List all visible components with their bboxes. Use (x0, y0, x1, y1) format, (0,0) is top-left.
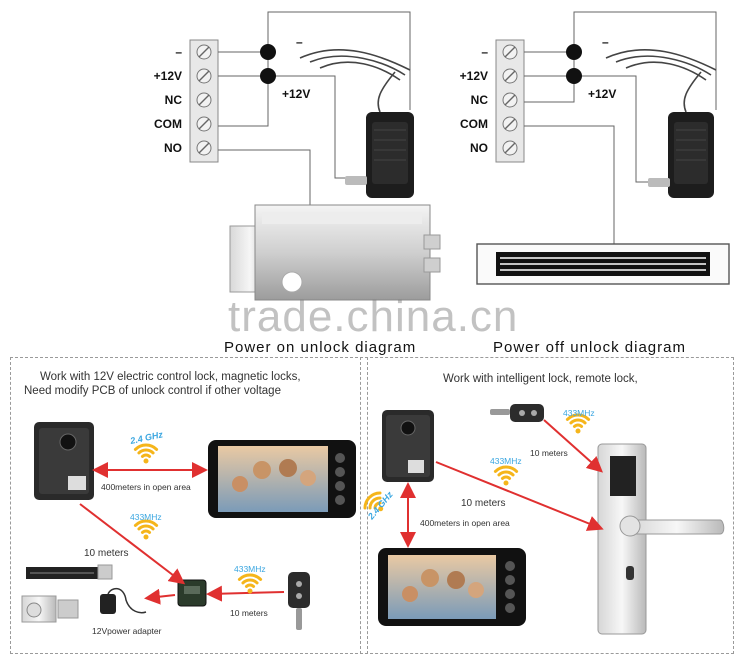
screw-slot (504, 94, 516, 106)
screw-slot (504, 142, 516, 154)
right-terminal-label-0: – (481, 45, 488, 59)
screw-slot (198, 46, 210, 58)
left-terminal-label-1: +12V (154, 69, 182, 83)
left-wiring: – +12V NC COM NO – +12V (154, 11, 441, 301)
right-terminal-screws (502, 44, 518, 156)
right-power-adapter (648, 112, 714, 198)
right-terminal-label-4: NO (470, 141, 488, 155)
screw-slot (198, 142, 210, 154)
note-wired-line1: Work with 12V electric control lock, mag… (40, 371, 301, 383)
screw-slot (504, 70, 516, 82)
left-power-adapter (345, 112, 414, 198)
left-wire-no (218, 149, 311, 205)
left-terminal-screws (196, 44, 212, 156)
right-junction-plus-label: +12V (588, 87, 616, 101)
screw-slot (198, 70, 210, 82)
note-wired-line2: Need modify PCB of unlock control if oth… (24, 385, 281, 397)
screw-slot (198, 94, 210, 106)
screw-slot (504, 46, 516, 58)
right-magnetic-lock-icon (476, 243, 730, 285)
left-terminal-label-0: – (175, 45, 182, 59)
screw-slot (504, 118, 516, 130)
panel-wired-locks (10, 357, 368, 654)
left-junction-minus-label: – (296, 35, 303, 49)
left-terminal-label-2: NC (165, 93, 183, 107)
right-cable-coil (605, 49, 717, 113)
left-terminal-label-3: COM (154, 117, 182, 131)
watermark: trade.china.cn (228, 292, 519, 341)
left-wire-minus (218, 11, 411, 110)
caption-power-on: Power on unlock diagram (224, 339, 417, 356)
left-terminal-label-4: NO (164, 141, 182, 155)
right-wire-com (524, 125, 615, 244)
panel-intelligent-locks (360, 357, 734, 654)
left-junction-minus (260, 44, 276, 60)
left-junction-plus (260, 68, 276, 84)
right-junction-plus (566, 68, 582, 84)
note-intelligent: Work with intelligent lock, remote lock, (443, 373, 638, 385)
right-wire-nc (524, 76, 575, 103)
left-electric-lock-icon (229, 204, 441, 301)
caption-power-off: Power off unlock diagram (493, 339, 686, 356)
left-wire-com (218, 52, 269, 127)
right-junction-minus (566, 44, 582, 60)
left-junction-plus-label: +12V (282, 87, 310, 101)
right-wiring: – +12V NC COM NO – +12V (460, 11, 730, 285)
right-wire-minus (524, 11, 717, 110)
right-terminal-label-3: COM (460, 117, 488, 131)
right-terminal-label-1: +12V (460, 69, 488, 83)
wiring-diagrams: – +12V NC COM NO – +12V (154, 11, 730, 301)
right-junction-minus-label: – (602, 35, 609, 49)
screw-slot (198, 118, 210, 130)
left-cable-coil (299, 49, 411, 113)
right-terminal-label-2: NC (471, 93, 489, 107)
